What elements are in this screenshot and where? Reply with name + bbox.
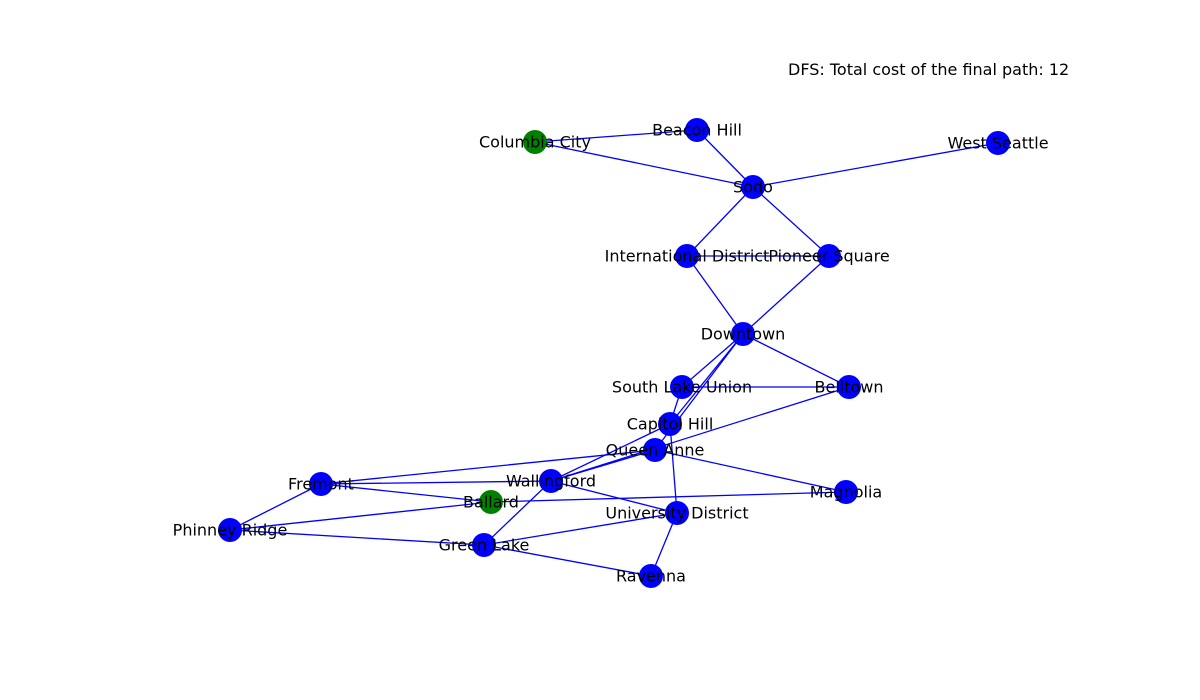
node-west-seattle <box>986 131 1010 155</box>
edge-downtown-south-lake-union <box>681 333 744 388</box>
edge-green-lake-university-district <box>483 512 678 546</box>
node-international-district <box>675 244 699 268</box>
node-label-magnolia: Magnolia <box>810 483 882 502</box>
node-columbia-city <box>523 130 547 154</box>
node-label-beacon-hill: Beacon Hill <box>652 121 742 140</box>
node-label-south-lake-union: South Lake Union <box>612 378 752 397</box>
edge-queen-anne-fremont <box>320 449 656 485</box>
edge-beacon-hill-sodo <box>696 129 754 188</box>
graph-title: DFS: Total cost of the final path: 12 <box>788 60 1070 79</box>
node-label-capitol-hill: Capitol Hill <box>627 415 714 434</box>
node-label-ballard: Ballard <box>463 493 519 512</box>
edge-fremont-ballard <box>320 483 492 503</box>
node-beacon-hill <box>685 118 709 142</box>
node-label-belltown: Belltown <box>815 378 884 397</box>
node-label-west-seattle: West Seattle <box>947 134 1048 153</box>
edge-belltown-wallingford <box>550 386 850 482</box>
node-label-university-district: University District <box>605 504 748 523</box>
nodes-layer <box>218 118 1010 588</box>
edge-queen-anne-wallingford <box>550 449 656 482</box>
node-queen-anne <box>643 438 667 462</box>
node-capitol-hill <box>658 412 682 436</box>
edge-sodo-pioneer-square <box>752 186 830 257</box>
edge-international-district-downtown <box>686 255 744 335</box>
node-label-fremont: Fremont <box>288 475 354 494</box>
node-label-wallingford: Wallingford <box>506 472 596 491</box>
edge-fremont-phinney-ridge <box>229 483 322 531</box>
node-fremont <box>309 472 333 496</box>
node-green-lake <box>472 533 496 557</box>
edge-phinney-ridge-green-lake <box>229 529 485 546</box>
node-label-phinney-ridge: Phinney Ridge <box>173 521 288 540</box>
node-phinney-ridge <box>218 518 242 542</box>
node-label-sodo: Sodo <box>733 178 773 197</box>
edge-capitol-hill-university-district <box>669 423 678 514</box>
node-belltown <box>837 375 861 399</box>
node-magnolia <box>834 480 858 504</box>
edge-green-lake-ravenna <box>483 544 652 577</box>
edge-ballard-phinney-ridge <box>229 501 492 531</box>
edge-wallingford-university-district <box>550 480 678 514</box>
edge-capitol-hill-wallingford <box>550 423 671 482</box>
node-label-queen-anne: Queen Anne <box>606 441 705 460</box>
node-label-columbia-city: Columbia City <box>479 133 591 152</box>
node-label-green-lake: Green Lake <box>439 536 530 555</box>
edge-columbia-city-sodo <box>534 141 754 188</box>
node-sodo <box>741 175 765 199</box>
node-south-lake-union <box>670 375 694 399</box>
node-label-international-district: International District <box>605 247 770 266</box>
edge-fremont-wallingford <box>320 480 552 485</box>
edge-columbia-city-beacon-hill <box>534 129 698 143</box>
edge-sodo-west-seattle <box>752 142 999 188</box>
node-wallingford <box>539 469 563 493</box>
edge-ballard-magnolia <box>490 491 847 503</box>
node-pioneer-square <box>817 244 841 268</box>
node-downtown <box>731 322 755 346</box>
node-university-district <box>665 501 689 525</box>
edge-queen-anne-magnolia <box>654 449 847 493</box>
edge-pioneer-square-downtown <box>742 255 830 335</box>
node-ballard <box>479 490 503 514</box>
edge-wallingford-green-lake <box>483 480 552 546</box>
node-ravenna <box>639 564 663 588</box>
edges-layer <box>229 129 999 577</box>
node-label-ravenna: Ravenna <box>616 567 686 586</box>
edge-sodo-international-district <box>686 186 754 257</box>
node-label-pioneer-square: Pioneer Square <box>768 247 889 266</box>
edge-downtown-belltown <box>742 333 850 388</box>
node-label-downtown: Downtown <box>701 325 786 344</box>
